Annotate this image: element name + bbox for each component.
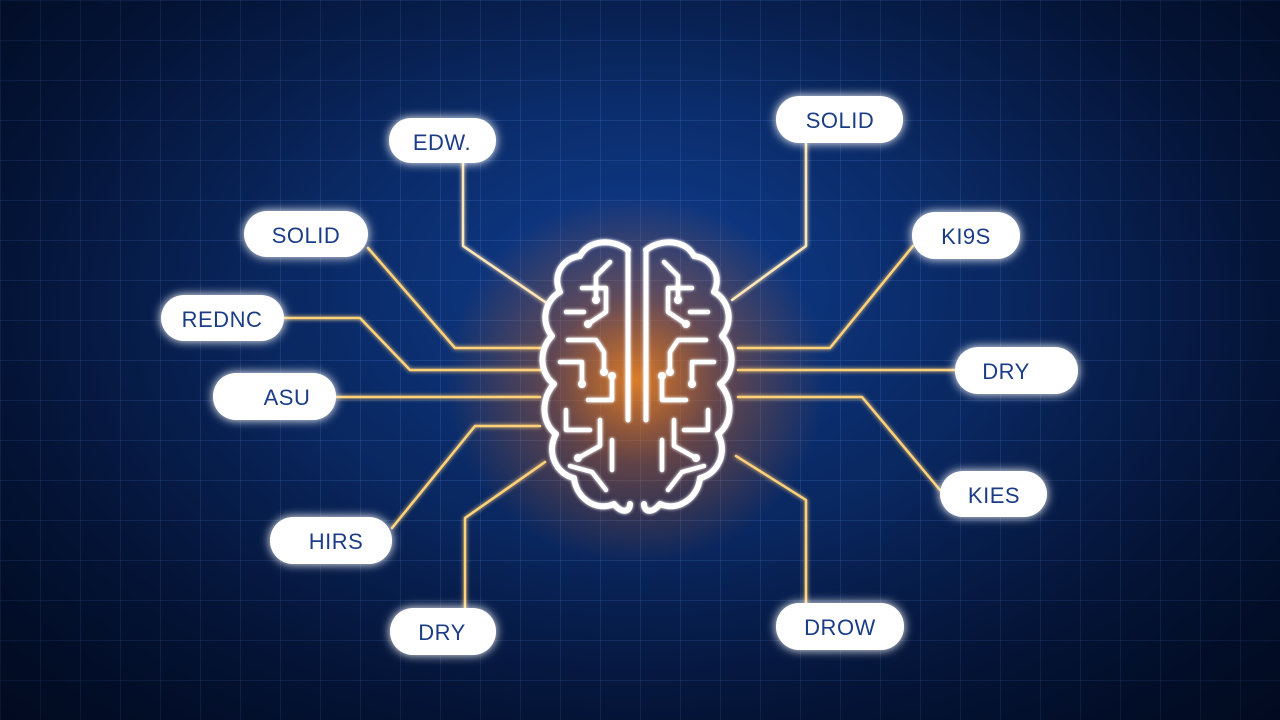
node-left-solid[interactable]: SOLID (244, 211, 368, 257)
brain-left-hemisphere (539, 239, 633, 514)
connector-right-kiss (736, 244, 915, 350)
node-left-edw[interactable]: EDW. (389, 118, 496, 163)
node-left-asu[interactable]: ASU (213, 373, 336, 420)
brain-right-hemisphere (641, 239, 735, 514)
node-right-solid[interactable]: SOLID (776, 96, 903, 143)
connector-right-solid (730, 142, 808, 302)
concept-nodes: EDW. SOLID REDNC ASU HIRS DRY SOLID KI9 (161, 96, 1078, 655)
connector-left-rednc (282, 316, 544, 372)
node-label: HIRS (309, 529, 364, 554)
connector-left-hirs (390, 424, 542, 530)
node-label: DRY (982, 359, 1030, 384)
node-left-rednc[interactable]: REDNC (161, 295, 284, 341)
brain-right-circuits (659, 259, 717, 493)
node-left-dry[interactable]: DRY (390, 608, 496, 655)
brain-circuit-nodes (574, 296, 700, 462)
node-right-drow[interactable]: DROW (776, 603, 904, 650)
connector-lines (282, 142, 957, 610)
node-right-kiss[interactable]: KI9S (912, 212, 1020, 259)
brain-midline (625, 249, 649, 423)
brain-left-circuits (557, 259, 615, 493)
connector-left-edw (461, 158, 550, 306)
node-label: DROW (804, 615, 876, 640)
node-right-dry[interactable]: DRY (955, 347, 1078, 394)
connector-right-drow (734, 454, 808, 605)
node-right-kies[interactable]: KIES (940, 471, 1047, 517)
connector-left-solid (366, 246, 544, 350)
node-label: SOLID (806, 108, 875, 133)
node-label: REDNC (182, 307, 263, 332)
circuit-brain-icon (539, 239, 735, 514)
node-label: KI9S (941, 224, 991, 249)
node-label: EDW. (413, 130, 471, 155)
node-label: KIES (968, 483, 1020, 508)
node-label: DRY (418, 620, 466, 645)
node-label: ASU (264, 385, 311, 410)
node-label: SOLID (272, 223, 341, 248)
connector-left-dry (463, 460, 547, 610)
node-left-hirs[interactable]: HIRS (270, 517, 392, 564)
connector-right-kies (736, 395, 942, 492)
brain-glow (446, 195, 826, 565)
